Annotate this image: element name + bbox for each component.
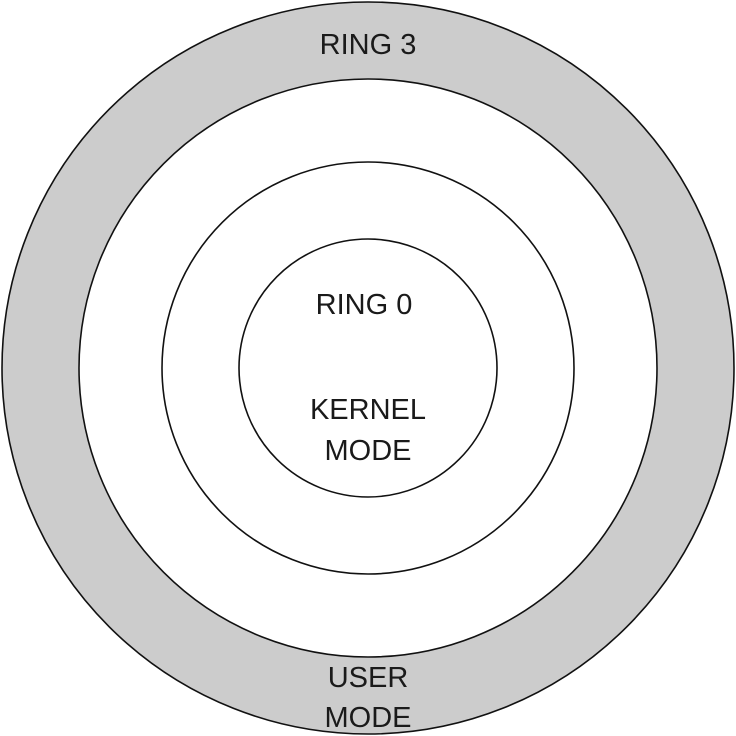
kernel-mode-label-line2: MODE [325, 435, 412, 467]
kernel-mode-label-line1: KERNEL [310, 394, 426, 426]
ring-0-circle [238, 238, 498, 498]
user-mode-label-line2: MODE [325, 702, 412, 734]
ring-0-label: RING 0 [316, 289, 413, 321]
user-mode-label-line1: USER [328, 662, 409, 694]
ring-3-label: RING 3 [320, 29, 417, 61]
